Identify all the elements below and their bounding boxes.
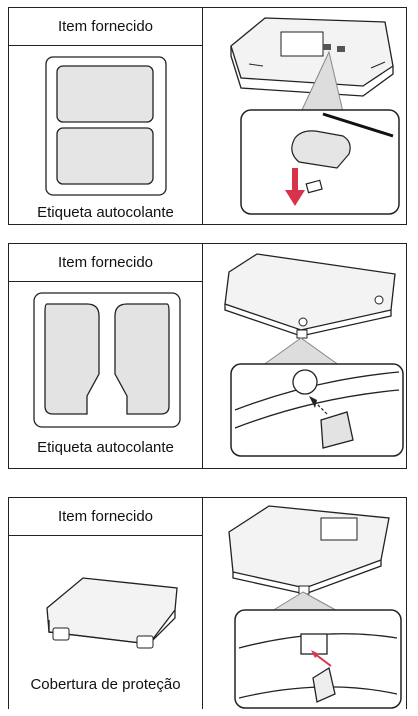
panel-3-illustration-cell bbox=[203, 498, 406, 709]
panel-1-item-cell: Item fornecido Etiqueta autocolante bbox=[9, 8, 203, 224]
panel-1-header: Item fornecido bbox=[9, 8, 202, 46]
shaped-sticker-sheet-icon bbox=[33, 292, 181, 428]
panel-3-caption: Cobertura de proteção bbox=[30, 676, 181, 693]
tv-rear-sticker-illustration bbox=[224, 253, 404, 457]
panel-1-illustration-cell bbox=[203, 8, 406, 224]
panel-3-header: Item fornecido bbox=[9, 498, 202, 536]
tv-rear-sticker-illustration bbox=[230, 17, 400, 215]
panel-1-caption: Etiqueta autocolante bbox=[37, 204, 174, 221]
panel-2-item-cell: Item fornecido Etiqueta autocolante bbox=[9, 244, 203, 468]
panel-1: Item fornecido Etiqueta autocolante bbox=[8, 7, 407, 225]
panel-3-item-cell: Item fornecido Cobertura de proteção bbox=[9, 498, 203, 709]
panel-2-header: Item fornecido bbox=[9, 244, 202, 282]
sticker-sheet-icon bbox=[45, 56, 167, 196]
panel-3: Item fornecido Cobertura de proteção bbox=[8, 497, 407, 709]
protective-cover-icon bbox=[46, 577, 178, 649]
panel-2-caption: Etiqueta autocolante bbox=[37, 439, 174, 456]
panel-2-illustration-cell bbox=[203, 244, 406, 468]
tv-rear-cover-illustration bbox=[228, 505, 402, 709]
panel-2: Item fornecido Etiqueta autocolante bbox=[8, 243, 407, 469]
